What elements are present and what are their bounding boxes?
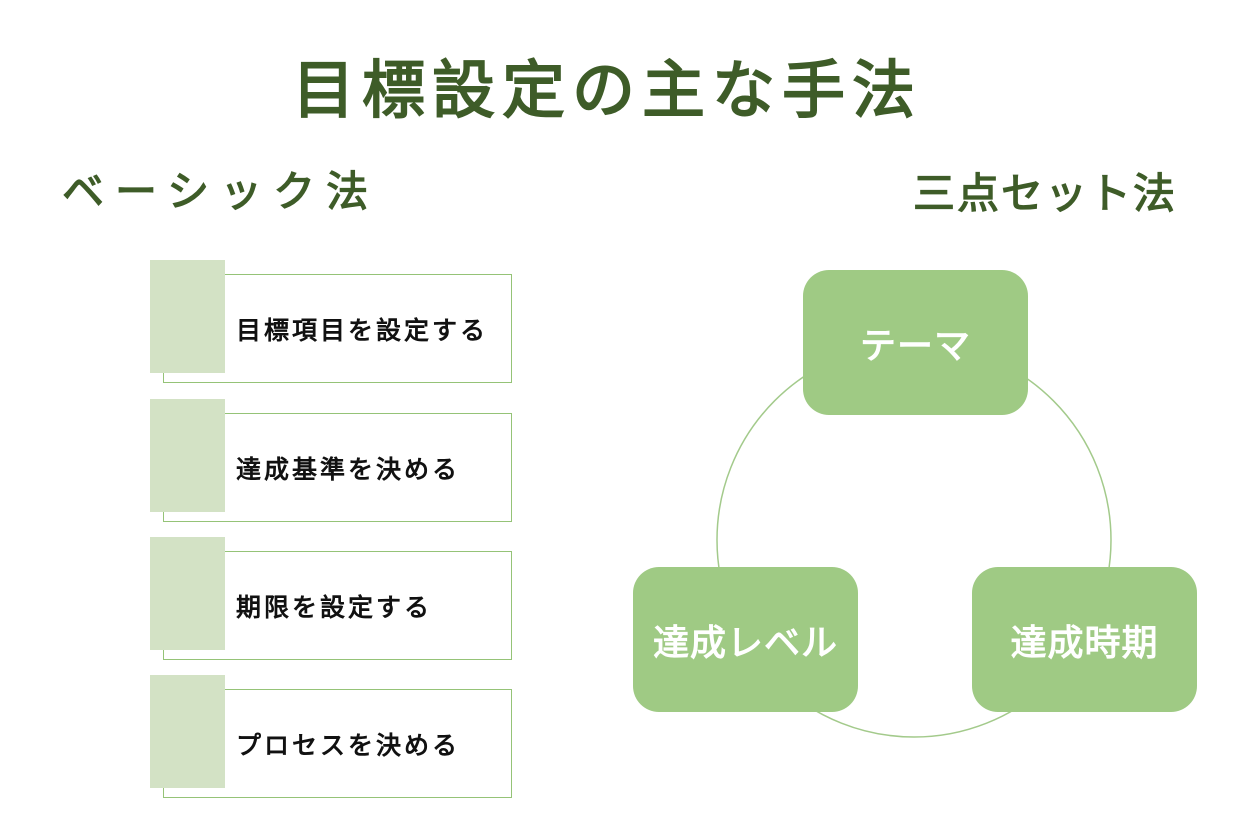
step-label: 期限を設定する [236,593,433,622]
step-label: 目標項目を設定する [236,316,489,345]
step-label: 達成基準を決める [236,455,461,484]
step-tab [150,537,225,650]
step-tab [150,399,225,512]
cycle-node-label: 達成時期 [1010,621,1159,663]
cycle-node-achievement-timing: 達成時期 [972,567,1197,712]
basic-step-4: プロセスを決める [150,675,515,800]
basic-step-1: 目標項目を設定する [150,260,515,385]
cycle-node-achievement-level: 達成レベル [633,567,858,712]
cycle-node-label: テーマ [859,324,971,366]
basic-step-2: 達成基準を決める [150,399,515,524]
step-label: プロセスを決める [236,731,461,760]
basic-method-heading: ベーシック法 [62,168,380,215]
slide-title: 目標設定の主な手法 [292,56,922,126]
cycle-node-label: 達成レベル [652,621,838,663]
three-point-heading: 三点セット法 [913,170,1178,217]
step-box: 達成基準を決める [163,413,512,522]
step-tab [150,260,225,373]
step-tab [150,675,225,788]
cycle-node-theme: テーマ [803,270,1028,415]
basic-step-3: 期限を設定する [150,537,515,662]
